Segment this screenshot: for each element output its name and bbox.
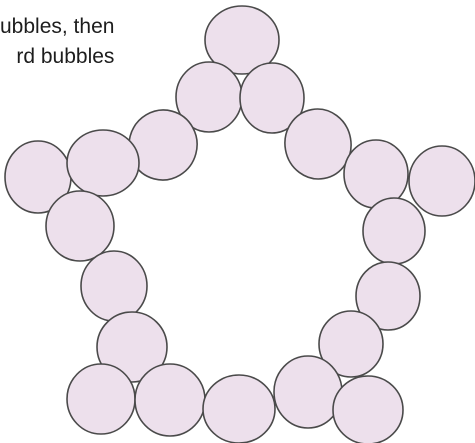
bubble-group <box>5 6 475 443</box>
bubble <box>274 356 342 428</box>
bubble <box>363 198 425 264</box>
bubble <box>67 364 135 434</box>
bubble <box>67 130 139 196</box>
bubble <box>135 364 205 436</box>
bubble <box>46 191 114 261</box>
bubble <box>203 375 275 443</box>
bubble <box>409 146 475 216</box>
bubble <box>333 376 403 443</box>
bubble <box>81 251 147 321</box>
